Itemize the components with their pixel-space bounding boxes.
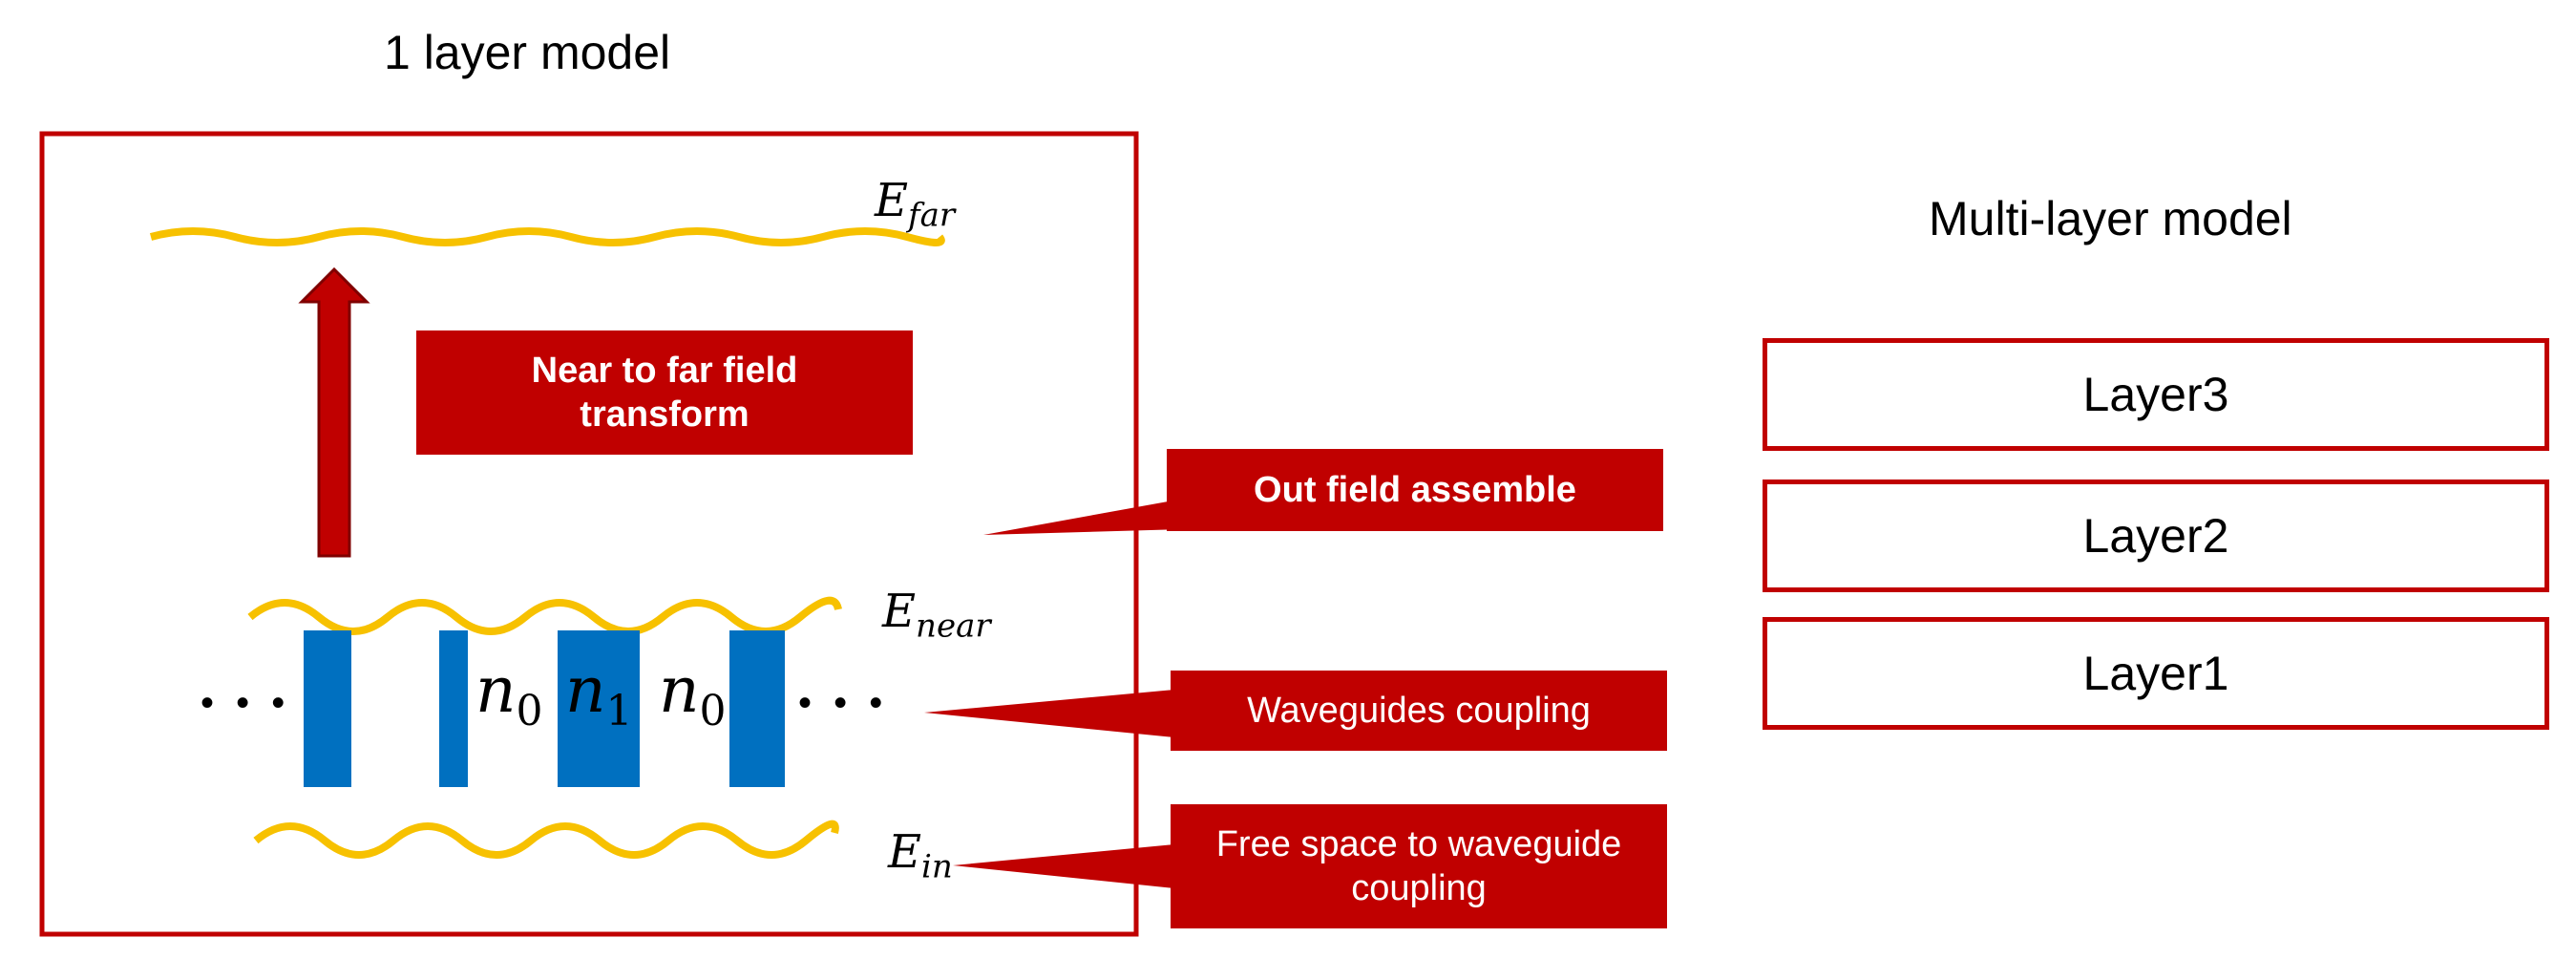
index-n0-left-subscript: 0: [516, 687, 543, 736]
out-field-box: Out field assemble: [1167, 449, 1663, 531]
near-field-wave: [247, 596, 842, 635]
waveguides-pointer: [924, 690, 1174, 737]
input-field-subscript: in: [921, 847, 953, 886]
far-field-subscript: far: [908, 196, 956, 235]
layer-box-3: Layer3: [1763, 338, 2549, 451]
near-to-far-box: Near to far field transform: [416, 330, 913, 455]
free-space-label: Free space to waveguide coupling: [1215, 824, 1622, 908]
far-field-wave: [149, 227, 945, 246]
near-field-symbol: E: [882, 585, 917, 638]
input-field-symbol: E: [888, 825, 922, 879]
left-ellipsis: • • •: [201, 682, 291, 724]
propagation-arrow: [298, 266, 370, 558]
layer-box-1: Layer1: [1763, 617, 2549, 730]
index-n0-right-symbol: n: [659, 653, 700, 727]
near-field-subscript: near: [916, 607, 991, 646]
left-title: 1 layer model: [384, 26, 671, 79]
input-field-label: Ein: [888, 825, 953, 886]
near-to-far-label: Near to far field transform: [531, 351, 798, 435]
layer-box-2: Layer2: [1763, 480, 2549, 592]
index-n1-subscript: 1: [605, 687, 633, 736]
index-n0-left-symbol: n: [475, 653, 517, 727]
far-field-label: Efar: [875, 174, 955, 235]
waveguide-1: [304, 630, 351, 787]
free-space-pointer: [953, 844, 1174, 888]
layer-3-label: Layer3: [2082, 368, 2229, 421]
free-space-box: Free space to waveguide coupling: [1171, 804, 1667, 928]
one-layer-frame: [39, 131, 1139, 937]
layer-2-label: Layer2: [2082, 509, 2229, 563]
waveguide-3: [558, 630, 640, 787]
far-field-symbol: E: [875, 174, 909, 227]
index-n0-right: n0: [659, 653, 727, 735]
waveguides-box: Waveguides coupling: [1171, 671, 1667, 751]
out-field-label: Out field assemble: [1254, 469, 1576, 510]
waveguides-label: Waveguides coupling: [1247, 690, 1591, 731]
out-field-pointer: [983, 499, 1184, 535]
index-n0-right-subscript: 0: [699, 687, 727, 736]
input-field-wave: [253, 820, 839, 859]
waveguide-4: [729, 630, 785, 787]
layer-1-label: Layer1: [2082, 647, 2229, 700]
index-n0-left: n0: [475, 653, 543, 735]
waveguide-2: [439, 630, 468, 787]
index-n1-symbol: n: [565, 653, 606, 727]
near-field-label: Enear: [882, 585, 991, 646]
right-title: Multi-layer model: [1929, 192, 2292, 245]
index-n1: n1: [565, 653, 633, 735]
right-ellipsis: • • •: [798, 682, 889, 724]
